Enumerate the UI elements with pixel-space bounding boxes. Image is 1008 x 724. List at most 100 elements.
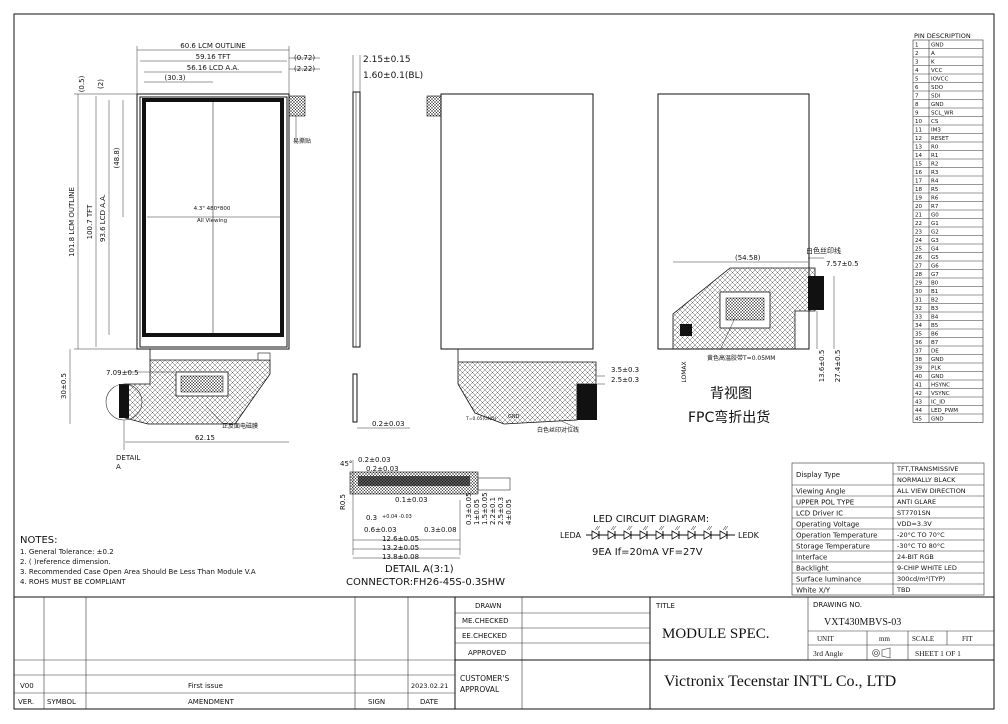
back-view-2: (54.58) 白色丝印线 7.57±0.5 13.6±0.5 27.4±0.5… (657, 93, 859, 426)
dim-0-3b: 0.3±0.08 (424, 526, 457, 534)
led-emission-icon (690, 525, 697, 531)
white-line-label: 白色丝印线 (806, 246, 841, 255)
spec-value: ALL VIEW DIRECTION (897, 487, 966, 495)
hdr-symbol: SYMBOL (47, 698, 76, 706)
led-emission-icon (610, 525, 617, 531)
title-block: DRAWN ME.CHECKED EE.CHECKED APPROVED CUS… (14, 596, 994, 709)
pin-signal: G5 (931, 255, 939, 261)
pin-signal: GND (931, 102, 944, 108)
pin-number: 44 (915, 408, 922, 414)
fpc-bend-title: FPC弯折出货 (688, 409, 770, 426)
pin-signal: GND (931, 357, 944, 363)
spec-label: Display Type (796, 471, 840, 479)
pin-signal: B0 (931, 281, 939, 287)
unit-value: mm (879, 635, 890, 643)
spec-value: 300cd/m²(TYP) (897, 575, 945, 583)
pin-signal: VCC (931, 68, 943, 74)
led-emission-icon (626, 525, 633, 531)
led-circuit: LED CIRCUIT DIAGRAM: LEDA LEDK 9EA If=20… (560, 514, 760, 558)
pin-signal: IC_ID (931, 400, 945, 406)
drawing-border (13, 13, 995, 710)
pin-number: 10 (915, 119, 922, 125)
pin-signal: CS (931, 119, 939, 125)
pin-number: 37 (915, 349, 922, 355)
fit-label: FIT (962, 635, 973, 643)
pin-signal: G2 (931, 230, 939, 236)
note-4: 4. ROHS MUST BE COMPLIANT (20, 578, 126, 586)
dim-tft-w: 59.16 TFT (196, 53, 231, 61)
side-view: 2.15±0.15 1.60±0.1(BL) 0.2±0.03 (352, 55, 423, 429)
pin-number: 18 (915, 187, 922, 193)
pin-number: 26 (915, 255, 922, 261)
pin-number: 2 (915, 51, 919, 57)
spec-label: LCD Driver IC (796, 510, 843, 518)
back-view-1: 3.5±0.3 2.5±0.3 T=0.05(GND) GND 白色丝印对位线 (426, 93, 639, 434)
pin-signal: R7 (931, 204, 939, 210)
pin-number: 12 (915, 136, 922, 142)
hdr-ver: VER. (18, 698, 34, 706)
dim-2-5: 2.5±0.3 (611, 376, 639, 384)
led-emission-icon (658, 525, 665, 531)
scale-label: SCALE (912, 635, 934, 643)
gnd-label: GND (508, 414, 520, 420)
pin-signal: SDI (931, 94, 941, 100)
pin-number: 16 (915, 170, 922, 176)
dim-12-6: 12.6±0.05 (382, 535, 419, 543)
pin-signal: LED_PWM (931, 408, 958, 414)
hdr-date: DATE (420, 698, 438, 706)
pin-number: 25 (915, 247, 922, 253)
pin-signal: R1 (931, 153, 938, 159)
pin-number: 43 (915, 400, 922, 406)
pin-signal: G6 (931, 264, 939, 270)
dim-lcd-aa-w: 56.16 LCD A.A. (187, 64, 239, 72)
dim-1-60: 1.60±0.1(BL) (363, 71, 423, 81)
pin-signal: G1 (931, 221, 939, 227)
sheet-label: SHEET 1 OF 1 (915, 649, 961, 658)
pin-signal: A (931, 51, 935, 57)
drawing-no-value: VXT430MBVS-03 (824, 617, 901, 628)
spec-value: ST7701SN (897, 509, 931, 517)
pin-signal: SCL_WR (931, 111, 954, 117)
ledk-label: LEDK (738, 531, 760, 540)
spec-label: Operating Voltage (796, 521, 859, 529)
dim-13-2: 13.2±0.05 (382, 544, 419, 552)
dim-0-3: 0.3 (366, 514, 377, 522)
hdr-amendment: AMENDMENT (188, 698, 235, 706)
led-emission-icon (722, 525, 729, 531)
pin-number: 31 (915, 298, 922, 304)
notes-title: NOTES: (20, 535, 58, 546)
pin-signal: B5 (931, 323, 939, 329)
connector-front (119, 384, 129, 418)
pin-number: 36 (915, 340, 922, 346)
dim-2: (2) (97, 79, 105, 89)
led-diode-icon (671, 530, 680, 540)
pin-number: 42 (915, 391, 922, 397)
pin-signal: B3 (931, 306, 939, 312)
pin-number: 11 (915, 128, 922, 134)
spec-label: Interface (796, 554, 827, 562)
dim-r0-5: R0.5 (339, 494, 347, 510)
pin-signal: G3 (931, 238, 939, 244)
pin-number: 34 (915, 323, 922, 329)
dim-13-8: 13.8±0.08 (382, 553, 419, 561)
active-area-frame (142, 98, 284, 337)
pin-signal: B7 (931, 340, 939, 346)
dim-7-57: 7.57±0.5 (826, 260, 859, 268)
pin-number: 29 (915, 281, 922, 287)
spec-label: UPPER POL TYPE (796, 499, 854, 507)
pin-number: 3 (915, 60, 919, 66)
pin-number: 21 (915, 213, 922, 219)
spec-label: Operation Temperature (796, 532, 877, 540)
pin-number: 13 (915, 145, 922, 151)
pin-signal: K (931, 60, 935, 66)
note-3: 3. Recommended Case Open Area Should Be … (20, 568, 256, 576)
angle-45: 45° (340, 460, 352, 468)
pin-signal: B1 (931, 289, 938, 295)
dim-0-2: 0.2±0.03 (372, 420, 405, 428)
pin-number: 41 (915, 383, 922, 389)
note-1: 1. General Tolerance: ±0.2 (20, 548, 114, 556)
angle-label: 3rd Angle (813, 649, 843, 658)
led-diode-icon (687, 530, 696, 540)
